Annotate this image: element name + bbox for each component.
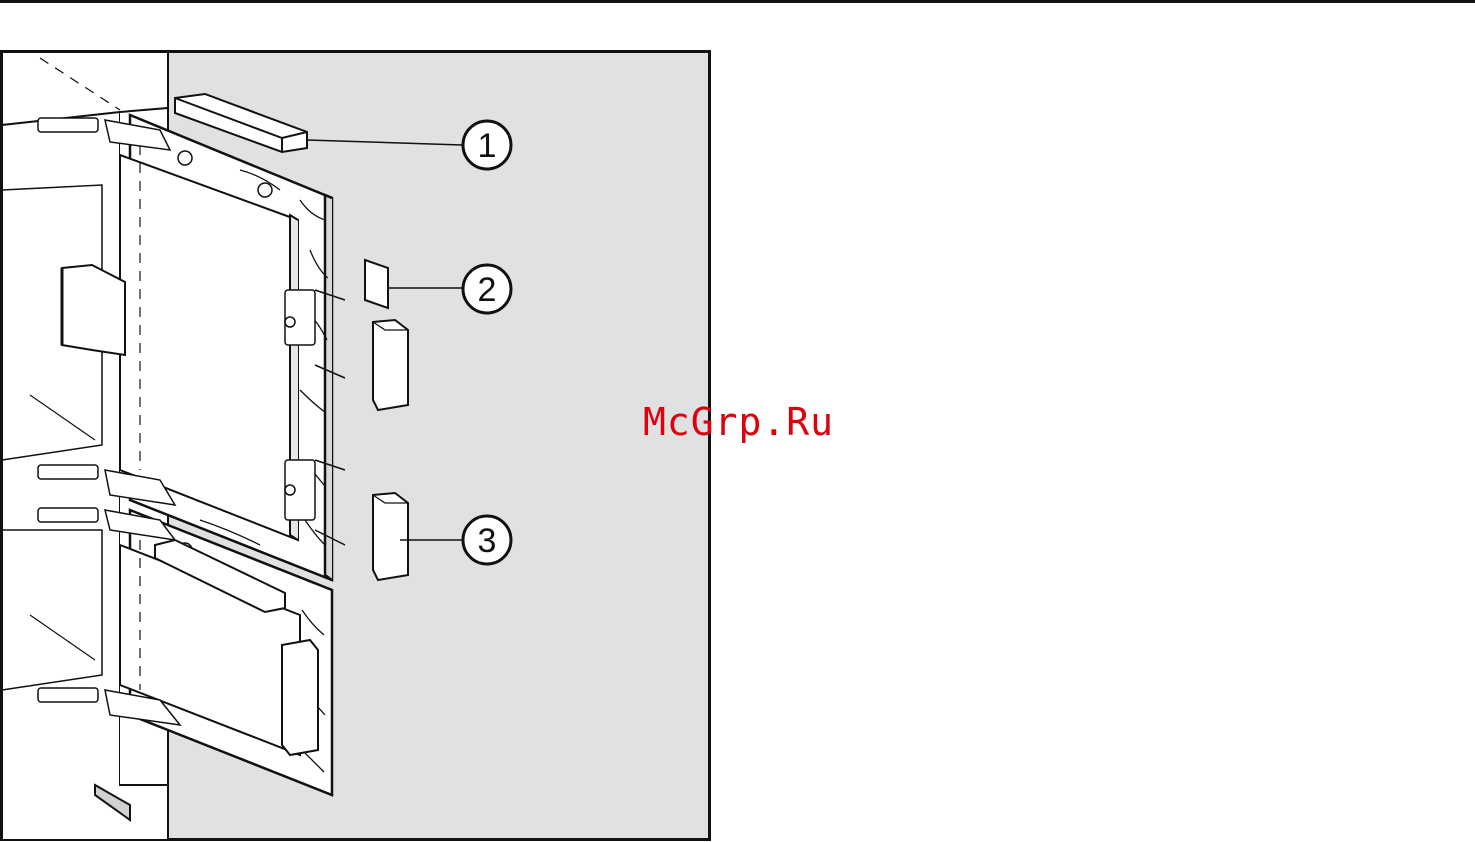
- cabinet-handle: [62, 265, 125, 355]
- callout-3-label: 3: [478, 522, 497, 560]
- top-rule: [0, 0, 1475, 3]
- cover-plate-small: [365, 260, 388, 308]
- cover-cap-upper: [373, 320, 408, 410]
- installation-diagram: 1 2 3: [0, 50, 712, 842]
- callout-2: 2: [463, 265, 511, 313]
- callout-1-label: 1: [478, 127, 497, 165]
- watermark-text: McGrp.Ru: [643, 400, 834, 444]
- cover-cap-lower: [373, 493, 408, 580]
- callout-2-label: 2: [478, 271, 497, 309]
- callout-1: 1: [463, 121, 511, 169]
- callout-3: 3: [463, 516, 511, 564]
